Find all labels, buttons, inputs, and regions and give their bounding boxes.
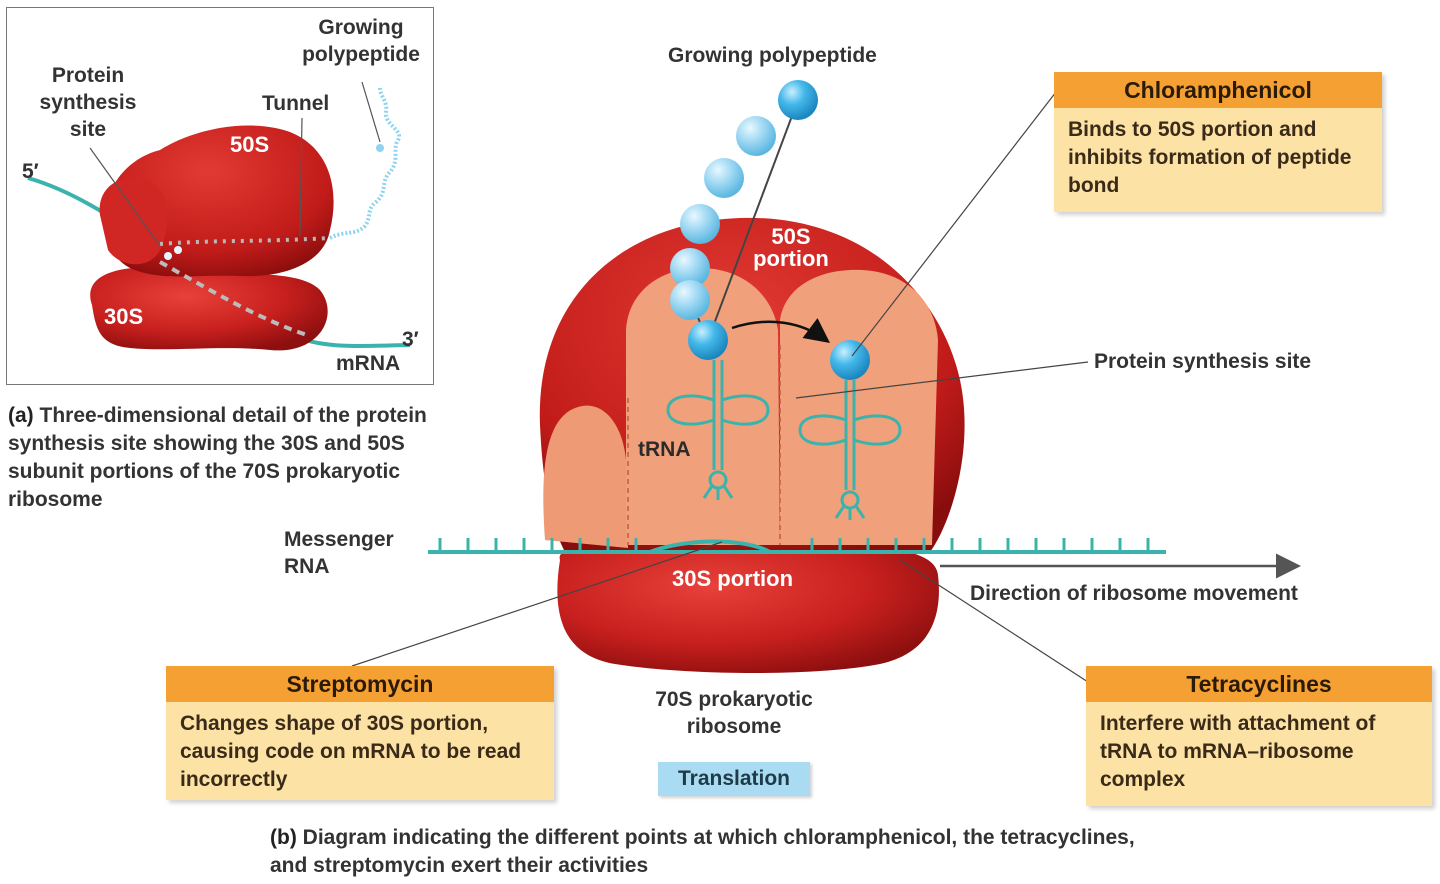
- chloramphenicol-box: Chloramphenicol Binds to 50S portion and…: [1054, 72, 1382, 212]
- inset-label-5prime: 5′: [22, 160, 39, 183]
- leader-protein-site: [795, 361, 1089, 399]
- translation-badge: Translation: [658, 762, 810, 796]
- streptomycin-box: Streptomycin Changes shape of 30S portio…: [166, 666, 554, 800]
- site-lobe-left: [543, 405, 628, 548]
- inset-site-dot: [164, 252, 172, 260]
- label-50s-portion: 50S portion: [753, 224, 829, 271]
- trna-right: [798, 380, 902, 520]
- inset-label-tunnel: Tunnel: [262, 92, 330, 115]
- streptomycin-title: Streptomycin: [166, 666, 554, 702]
- inset-30s-subunit: [90, 267, 328, 351]
- amino-acid-bead: [736, 116, 776, 156]
- label-direction-movement: Direction of ribosome movement: [970, 582, 1298, 605]
- caption-a-text: Three-dimensional detail of the protein …: [8, 404, 427, 511]
- site-lobe-right: [780, 269, 938, 545]
- chloramphenicol-desc: Binds to 50S portion and inhibits format…: [1068, 118, 1352, 197]
- label-30s-portion: 30S portion: [672, 566, 794, 591]
- site-lobe-center: [626, 268, 780, 545]
- ribosome-30s-portion: [557, 539, 939, 673]
- inset-label-3prime: 3′: [402, 328, 419, 351]
- label-trna: tRNA: [638, 438, 691, 461]
- chloramphenicol-title: Chloramphenicol: [1054, 72, 1382, 108]
- inset-label-30s: 30S: [104, 304, 144, 329]
- inset-50s-lobe: [99, 177, 168, 265]
- leader-chloramphenicol: [851, 91, 1057, 357]
- inset-label-protein-synthesis-site: Protein synthesis site: [39, 64, 137, 141]
- trna-left: [666, 360, 770, 500]
- streptomycin-desc: Changes shape of 30S portion, causing co…: [180, 712, 522, 791]
- main-ribosome: [539, 217, 965, 673]
- tetracyclines-desc: Interfere with attachment of tRNA to mRN…: [1100, 712, 1376, 791]
- inset-pointer-tunnel: [299, 117, 303, 237]
- amino-acid-bead-incoming: [830, 340, 870, 380]
- label-protein-synthesis-site: Protein synthesis site: [1094, 350, 1312, 373]
- caption-a-tag: (a): [8, 404, 34, 427]
- amino-acid-bead: [704, 158, 744, 198]
- label-70s-ribosome: 70S prokaryotic ribosome: [655, 688, 813, 738]
- polypeptide-chain: [670, 80, 870, 380]
- tetracyclines-title: Tetracyclines: [1086, 666, 1432, 702]
- mrna-codon-bump: [649, 539, 771, 554]
- inset-pointer-polypeptide: [361, 81, 381, 143]
- caption-a: (a) Three-dimensional detail of the prot…: [8, 402, 448, 514]
- inset-label-growing-polypeptide: Growing polypeptide: [302, 16, 420, 66]
- amino-acid-bead: [670, 248, 710, 288]
- leader-streptomycin: [351, 541, 723, 667]
- amino-acid-bead: [670, 280, 710, 320]
- inset-pointer-site: [89, 147, 161, 247]
- amino-acid-bead-bound: [688, 320, 728, 360]
- caption-b: (b) Diagram indicating the different poi…: [270, 824, 1150, 880]
- inset-polypeptide: [329, 87, 402, 240]
- mrna-ticks: [438, 538, 1150, 552]
- main-mrna: [428, 538, 1166, 554]
- tetracyclines-box: Tetracyclines Interfere with attachment …: [1086, 666, 1432, 806]
- label-growing-polypeptide: Growing polypeptide: [668, 44, 877, 67]
- caption-b-tag: (b): [270, 826, 297, 849]
- inset-tunnel: [159, 236, 331, 246]
- amino-acid-bead: [778, 80, 818, 120]
- peptide-transfer-arrow: [731, 318, 831, 343]
- caption-b-text: Diagram indicating the different points …: [270, 826, 1135, 877]
- inset-polypeptide-end: [376, 144, 384, 152]
- inset-label-mrna: mRNA: [336, 352, 401, 375]
- inset-mrna-dashed: [159, 260, 311, 338]
- inset-site-dot: [174, 246, 182, 254]
- label-messenger-rna: Messenger RNA: [284, 528, 394, 578]
- leader-tetracyclines: [899, 559, 1089, 683]
- amino-acid-bead: [680, 204, 720, 244]
- inset-ribosome: [27, 81, 411, 351]
- inset-label-50s: 50S: [230, 132, 270, 157]
